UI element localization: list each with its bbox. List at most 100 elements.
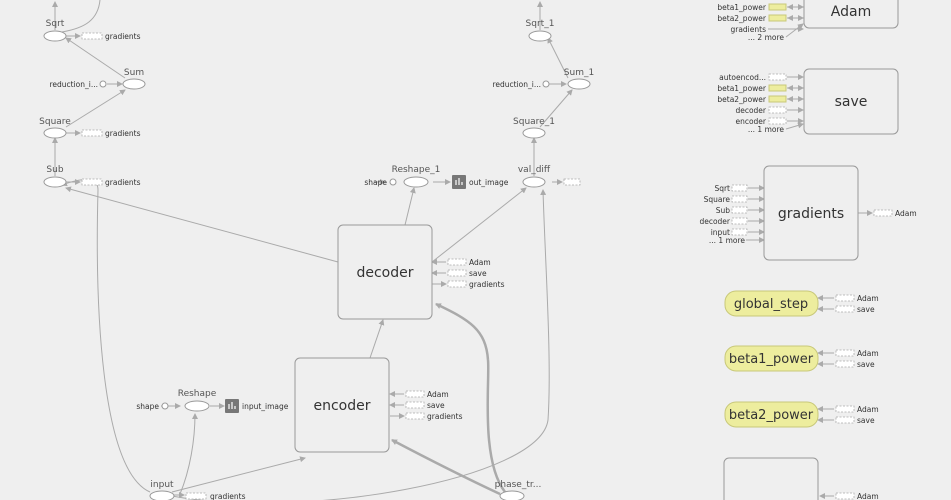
- aux-label: encoder: [735, 117, 766, 126]
- group-bottom-partial[interactable]: [723, 457, 819, 500]
- aux-box: [81, 32, 103, 40]
- aux-box: [81, 178, 103, 186]
- aux-label: save: [857, 360, 875, 369]
- node-val-diff[interactable]: val_diff: [518, 165, 551, 188]
- var-global-step[interactable]: global_step: [724, 290, 819, 317]
- aux-gradients-input[interactable]: gradients: [185, 492, 246, 500]
- op-ellipse: [149, 490, 175, 500]
- node-label: Sum: [124, 68, 144, 78]
- aux-label: gradients: [427, 412, 463, 421]
- aux-label: gradients: [210, 492, 246, 500]
- op-ellipse: [528, 30, 552, 42]
- node-input-image[interactable]: input_image: [225, 399, 289, 413]
- node-input[interactable]: input: [149, 480, 175, 500]
- node-label: Sum_1: [564, 68, 594, 78]
- aux-label: input: [711, 228, 730, 237]
- aux-gradients-sub[interactable]: gradients: [81, 178, 141, 187]
- node-shape-b[interactable]: shape: [364, 178, 397, 187]
- aux-label: save: [469, 269, 487, 278]
- aux-label: gradients: [105, 32, 141, 41]
- aux-inputs-adam: beta1_power beta2_power gradients ... 2 …: [717, 3, 787, 42]
- node-label: val_diff: [518, 165, 551, 175]
- group-box: [803, 0, 899, 29]
- group-gradients[interactable]: gradients: [763, 165, 859, 261]
- aux-var-box: [768, 84, 787, 92]
- aux-inputs-gradients: Sqrt Square Sub decoder input ... 1 more: [699, 184, 748, 245]
- aux-label: beta1_power: [717, 84, 767, 93]
- group-label: gradients: [778, 206, 844, 222]
- var-beta1-power[interactable]: beta1_power: [724, 345, 819, 372]
- node-label: Reshape_1: [392, 165, 441, 175]
- aux-label: ... 2 more: [748, 33, 785, 42]
- const-circle: [99, 80, 107, 88]
- group-label: decoder: [356, 265, 413, 281]
- aux-box: [768, 117, 787, 125]
- node-label: reduction_i...: [49, 80, 98, 89]
- aux-label: ... 1 more: [748, 125, 785, 134]
- aux-label: beta2_power: [717, 14, 767, 23]
- node-reshape[interactable]: Reshape: [178, 389, 217, 412]
- group-decoder[interactable]: decoder: [337, 224, 433, 320]
- node-label: Square_1: [513, 117, 555, 127]
- node-shape-a[interactable]: shape: [136, 402, 169, 411]
- node-sub[interactable]: Sub: [43, 165, 67, 188]
- aux-label: ... 1 more: [709, 236, 746, 245]
- var-beta2-power[interactable]: beta2_power: [724, 401, 819, 428]
- node-square[interactable]: Square: [39, 117, 71, 139]
- aux-box: [447, 269, 467, 277]
- aux-label: beta1_power: [717, 3, 767, 12]
- aux-inputs-save: autoencod... beta1_power beta2_power dec…: [717, 73, 787, 134]
- node-sum[interactable]: Sum: [122, 68, 146, 90]
- aux-dash-val-diff[interactable]: [563, 178, 581, 186]
- group-save[interactable]: save: [803, 68, 899, 135]
- group-adam[interactable]: Adam: [803, 0, 899, 29]
- var-box: [724, 345, 819, 372]
- aux-beta2-power: Adam save: [835, 405, 879, 425]
- node-phase-train[interactable]: phase_tr...: [495, 480, 542, 500]
- aux-gradients-square[interactable]: gradients: [81, 129, 141, 138]
- group-label: Adam: [831, 4, 871, 20]
- var-label: beta1_power: [729, 352, 814, 367]
- node-label: shape: [364, 178, 387, 187]
- group-box: [803, 68, 899, 135]
- node-reduction-indices-1[interactable]: reduction_i...: [492, 80, 550, 89]
- node-label: Reshape: [178, 389, 217, 399]
- node-sqrt-1[interactable]: Sqrt_1: [526, 19, 555, 42]
- aux-gradients-out[interactable]: Adam: [873, 209, 917, 218]
- aux-box: [835, 360, 855, 368]
- var-label: beta2_power: [729, 408, 814, 423]
- aux-label: gradients: [105, 129, 141, 138]
- node-label: Sub: [46, 165, 63, 175]
- aux-decoder: Adam save gradients: [447, 258, 505, 289]
- aux-box: [405, 412, 425, 420]
- aux-box: [835, 294, 855, 302]
- node-reshape-1[interactable]: Reshape_1: [392, 165, 441, 188]
- aux-label: Adam: [469, 258, 491, 267]
- group-label: encoder: [313, 398, 370, 414]
- aux-label: gradients: [469, 280, 505, 289]
- aux-label: Adam: [857, 492, 879, 500]
- aux-box: [835, 405, 855, 413]
- group-box: [723, 457, 819, 500]
- aux-box: [731, 206, 748, 214]
- node-square-1[interactable]: Square_1: [513, 117, 555, 139]
- aux-label: gradients: [105, 178, 141, 187]
- aux-var-box: [768, 95, 787, 103]
- var-box: [724, 290, 819, 317]
- op-ellipse: [567, 78, 591, 90]
- aux-bottom-partial: Adam: [835, 492, 879, 500]
- aux-label: decoder: [735, 106, 766, 115]
- aux-var-box: [768, 3, 787, 11]
- aux-box: [731, 195, 748, 203]
- node-reduction-indices[interactable]: reduction_i...: [49, 80, 107, 89]
- node-out-image[interactable]: out_image: [452, 175, 509, 189]
- var-label: global_step: [734, 297, 808, 312]
- node-sqrt[interactable]: Sqrt: [43, 19, 67, 42]
- aux-encoder: Adam save gradients: [405, 390, 463, 421]
- node-sum-1[interactable]: Sum_1: [564, 68, 594, 90]
- aux-gradients-sqrt[interactable]: gradients: [81, 32, 141, 41]
- group-encoder[interactable]: encoder: [294, 357, 390, 453]
- aux-label: Sub: [716, 206, 731, 215]
- op-ellipse: [184, 400, 210, 412]
- aux-box: [81, 129, 103, 137]
